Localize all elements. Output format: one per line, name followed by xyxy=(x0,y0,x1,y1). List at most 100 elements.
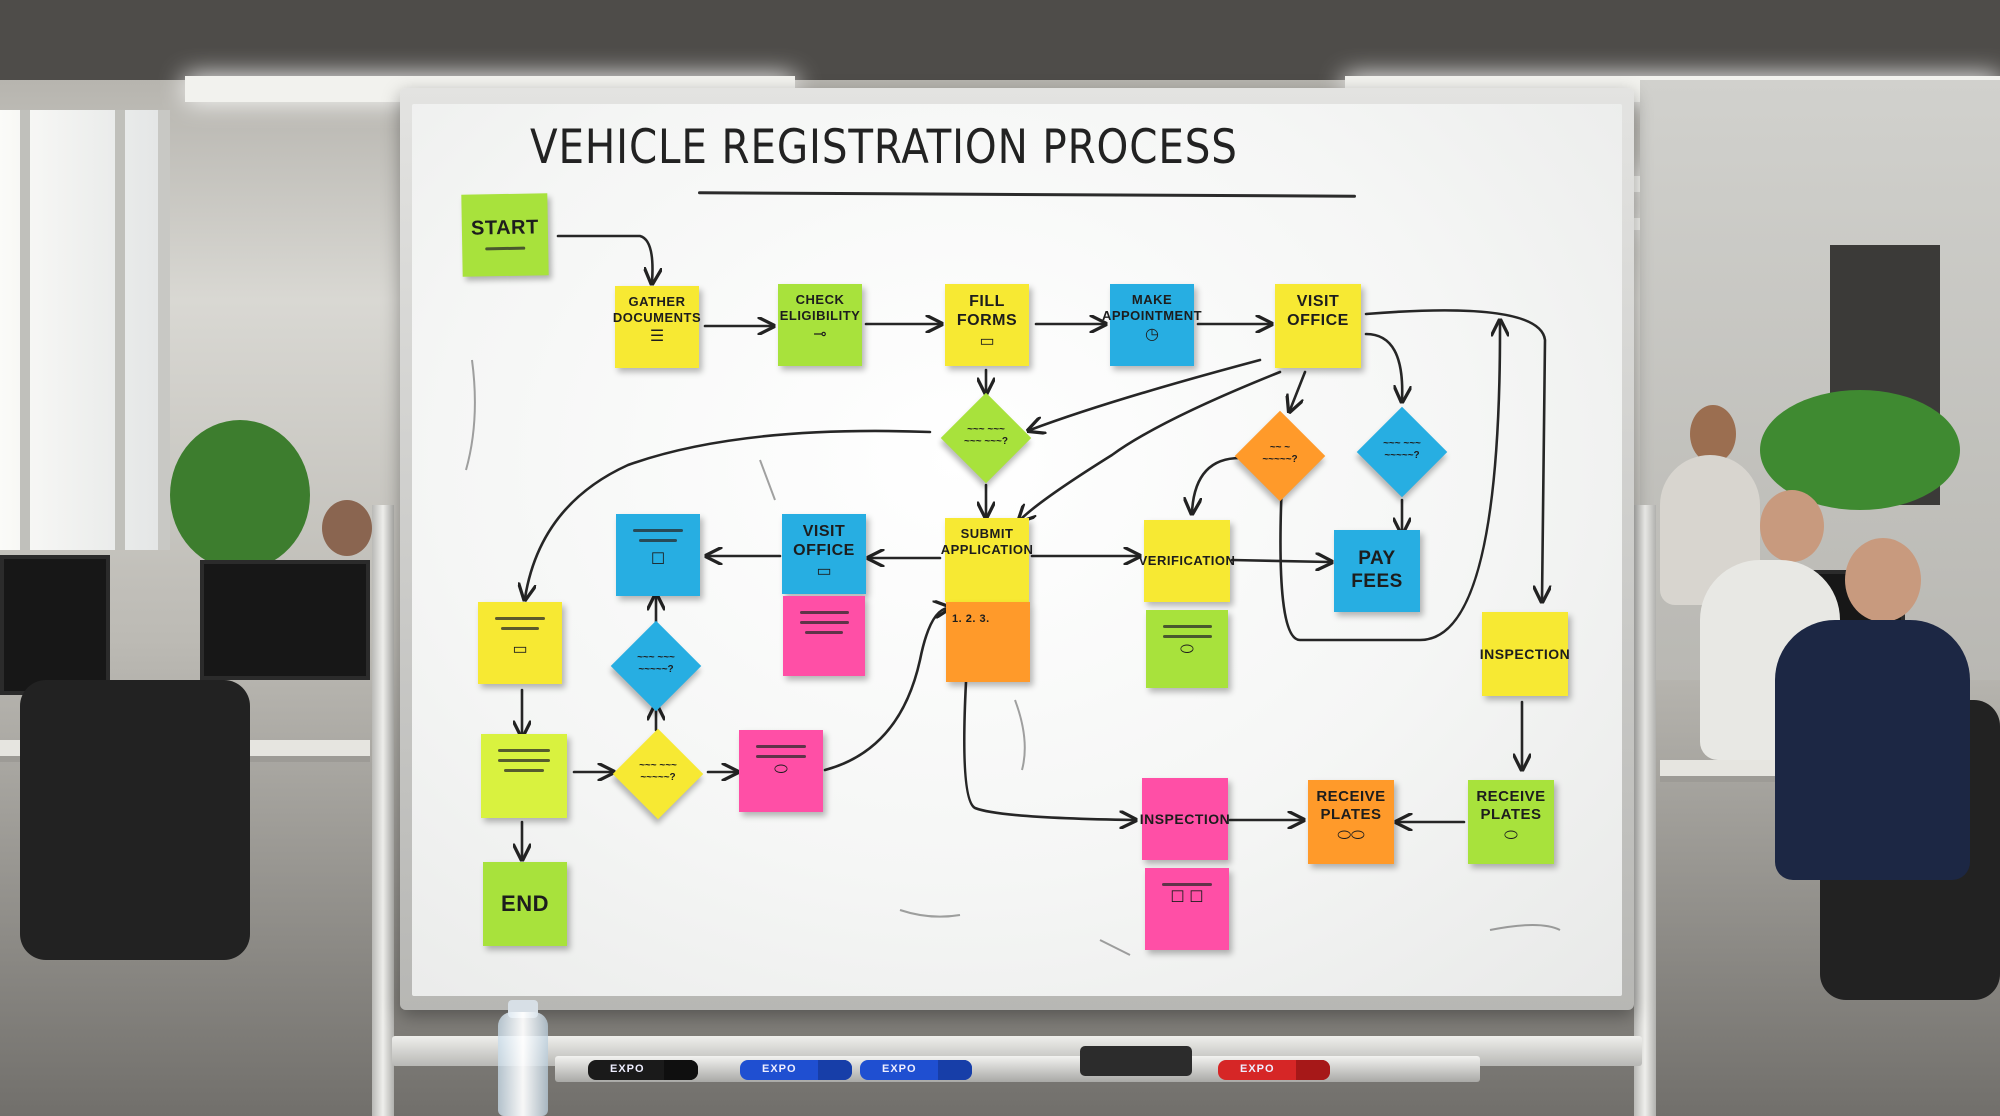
person-head xyxy=(322,500,372,556)
note-fill-forms-label: FILL FORMS xyxy=(956,293,1018,330)
note-inspection-bottom[interactable]: INSPECTION xyxy=(1139,778,1231,860)
smudge xyxy=(1014,699,1026,771)
arrow-visit-diamond xyxy=(1364,332,1402,400)
note-fill-forms[interactable]: FILL FORMS ▭ xyxy=(945,284,1029,366)
stand-post-right xyxy=(1634,505,1656,1116)
blue-marker[interactable]: EXPO xyxy=(740,1060,852,1080)
checkbox-icon: ☐ xyxy=(650,551,666,568)
plate-icon: ⬭ xyxy=(1504,827,1518,844)
note-verification-sub[interactable]: ⬭ xyxy=(1146,610,1228,688)
clock-icon: ◷ xyxy=(1145,326,1159,344)
scribble xyxy=(504,769,544,772)
plate-icon: ⬭ xyxy=(1180,641,1194,658)
scribble xyxy=(632,529,684,532)
note-submit-application-label: SUBMIT APPLICATION xyxy=(940,526,1034,557)
person-head xyxy=(1760,490,1824,562)
note-inspection-bottom-label: INSPECTION xyxy=(1139,810,1231,827)
scribble xyxy=(799,621,849,624)
scribble xyxy=(799,611,849,614)
note-end[interactable]: END xyxy=(483,862,567,946)
smudge xyxy=(1489,924,1561,931)
scribble xyxy=(494,617,546,620)
black-marker-label: EXPO xyxy=(610,1063,645,1075)
note-check-eligibility[interactable]: CHECK ELIGIBILITY ⊸ xyxy=(778,284,862,366)
note-visit-office-top[interactable]: VISIT OFFICE xyxy=(1275,284,1361,368)
note-inspection-sub[interactable]: ☐ ☐ xyxy=(1145,868,1229,950)
office-window xyxy=(0,110,170,550)
note-inspection-right[interactable]: INSPECTION xyxy=(1479,612,1571,696)
note-gather-documents[interactable]: GATHER DOCUMENTS ☰ xyxy=(613,286,701,368)
note-verification[interactable]: VERIFICATION xyxy=(1139,520,1235,602)
smudge xyxy=(465,359,476,471)
note-submit-application[interactable]: SUBMIT APPLICATION xyxy=(941,518,1033,602)
checkbox-icon: ☐ ☐ xyxy=(1170,889,1204,906)
arrow-visit-curve-down xyxy=(1030,358,1262,430)
note-visit-office-top-label: VISIT OFFICE xyxy=(1287,293,1349,330)
note-start-label: START xyxy=(470,216,539,240)
note-start[interactable]: START xyxy=(461,193,549,277)
note-pink-bottom[interactable]: ⬭ xyxy=(739,730,823,812)
smudge xyxy=(1099,939,1131,956)
office-chair xyxy=(20,680,250,960)
black-marker[interactable]: EXPO xyxy=(588,1060,698,1080)
note-left-orange[interactable]: ▭ xyxy=(478,602,562,684)
arrow-decision-curve-left xyxy=(525,429,932,598)
list-icon: ☰ xyxy=(649,328,665,346)
scribble xyxy=(638,539,678,542)
person xyxy=(1775,620,1970,880)
note-make-appointment[interactable]: MAKE APPOINTMENT ◷ xyxy=(1102,284,1202,366)
note-visit-office-mid[interactable]: VISIT OFFICE ▭ xyxy=(782,514,866,594)
note-receive-plates-orange-label: RECEIVE PLATES xyxy=(1316,788,1386,823)
note-end-label: END xyxy=(501,890,549,916)
red-marker-label: EXPO xyxy=(1240,1063,1275,1075)
form-icon: ▭ xyxy=(816,563,832,581)
note-verification-label: VERIFICATION xyxy=(1138,553,1236,569)
scribble xyxy=(755,745,807,748)
arrow-start-gather xyxy=(556,234,653,282)
note-pay-fees[interactable]: PAY FEES xyxy=(1334,530,1420,612)
person-head xyxy=(1690,405,1736,463)
water-bottle-icon xyxy=(498,1012,548,1116)
note-submit-steps[interactable]: 1. 2. 3. xyxy=(946,602,1030,682)
arrow-pink-submit xyxy=(823,608,948,772)
note-receive-plates-green[interactable]: RECEIVE PLATES ⬭ xyxy=(1468,780,1554,864)
scribble xyxy=(500,627,540,630)
key-icon: ⊸ xyxy=(813,326,827,344)
arrow-orange-verification xyxy=(1192,456,1242,512)
scribble xyxy=(498,749,550,752)
scribble xyxy=(755,755,807,758)
note-blue-appointment[interactable]: ☐ xyxy=(616,514,700,596)
arrow-orange-loop xyxy=(1279,322,1500,642)
arrow-visit-orange xyxy=(1290,370,1307,410)
smudge xyxy=(899,909,961,918)
form-icon: ▭ xyxy=(512,641,528,658)
red-marker[interactable]: EXPO xyxy=(1218,1060,1330,1080)
blue-marker-2[interactable]: EXPO xyxy=(860,1060,972,1080)
smudge xyxy=(759,459,776,501)
note-inspection-right-label: INSPECTION xyxy=(1479,645,1571,662)
note-visit-office-mid-label: VISIT OFFICE xyxy=(793,523,855,560)
plate-icon: ⬭⬭ xyxy=(1337,827,1365,844)
scribble xyxy=(1162,625,1212,628)
note-left-lime[interactable] xyxy=(481,734,567,818)
decision-documents-correct-label: ~~~ ~~~~~~~~? xyxy=(1383,438,1421,461)
board-title: VEHICLE REGISTRATION PROCESS xyxy=(530,120,1238,175)
decision-documents-label: ~~~ ~~~~~~~~? xyxy=(639,760,677,783)
note-submit-steps-label: 1. 2. 3. xyxy=(952,613,990,625)
note-pay-fees-label: PAY FEES xyxy=(1351,548,1403,592)
ceiling xyxy=(0,0,2000,80)
monitor xyxy=(200,560,370,680)
arrow-submit-inspection xyxy=(963,680,1134,820)
decision-appointment-label: ~~~ ~~~~~~~~? xyxy=(637,652,675,675)
note-pink-sub[interactable] xyxy=(783,596,865,676)
scribble xyxy=(1162,635,1212,638)
person-head xyxy=(1845,538,1921,622)
decision-vehicle-meets-criteria-label: ~~~ ~~~~~~ ~~~? xyxy=(964,424,1008,447)
blue-marker-2-label: EXPO xyxy=(882,1063,917,1075)
arrow-visit-inspection xyxy=(1364,309,1545,600)
scribble xyxy=(805,631,843,634)
eraser-icon[interactable] xyxy=(1080,1046,1192,1076)
note-receive-plates-orange[interactable]: RECEIVE PLATES ⬭⬭ xyxy=(1308,780,1394,864)
scribble xyxy=(485,246,526,251)
